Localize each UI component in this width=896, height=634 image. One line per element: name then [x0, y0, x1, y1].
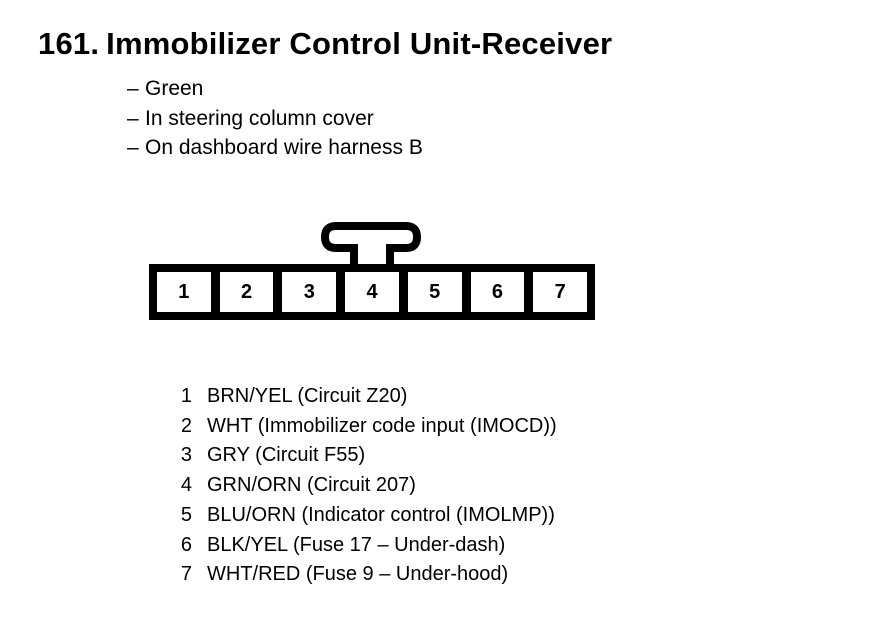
pin-number: 5 [429, 280, 441, 303]
pinout-row: 1 BRN/YEL (Circuit Z20) [168, 382, 557, 412]
dash-bullet-icon: – [127, 106, 139, 130]
pinout-row: 7 WHT/RED (Fuse 9 – Under-hood) [168, 560, 557, 590]
connector-diagram: 1 2 3 4 5 6 7 [149, 264, 595, 320]
pinout-wire-description: WHT/RED (Fuse 9 – Under-hood) [207, 563, 509, 586]
list-item-text: Green [145, 77, 204, 100]
connector-pin-cell-3: 3 [282, 272, 337, 312]
connector-latch-tab-icon [320, 222, 422, 266]
pin-number: 2 [241, 280, 253, 303]
pinout-row: 3 GRY (Circuit F55) [168, 441, 557, 471]
pin-number: 6 [491, 280, 504, 303]
pinout-wire-description: WHT (Immobilizer code input (IMOCD)) [207, 414, 557, 437]
connector-pin-cell-1: 1 [157, 272, 211, 312]
pinout-row: 2 WHT (Immobilizer code input (IMOCD)) [168, 412, 557, 442]
list-item: – In steering column cover [127, 104, 423, 134]
pinout-row: 6 BLK/YEL (Fuse 17 – Under-dash) [168, 531, 557, 561]
property-list: – Green – In steering column cover – On … [127, 74, 423, 163]
pin-number: 3 [303, 280, 315, 303]
pinout-pin-number: 3 [180, 444, 192, 467]
connector-pin-cell-5: 5 [407, 272, 462, 312]
connector-pin-cell-7: 7 [533, 272, 588, 312]
pinout-wire-description: BLU/ORN (Indicator control (IMOLMP)) [207, 503, 555, 526]
pinout-wire-description: GRN/ORN (Circuit 207) [207, 474, 416, 497]
section-heading: 161. Immobilizer Control Unit-Receiver [38, 26, 612, 62]
pinout-row: 4 GRN/ORN (Circuit 207) [168, 471, 557, 501]
pinout-pin-number: 2 [180, 414, 192, 437]
pinout-pin-number: 1 [180, 385, 192, 407]
pin-number: 1 [178, 280, 190, 303]
connector-pin-cell-4: 4 [345, 272, 399, 312]
pinout-pin-number: 4 [180, 474, 192, 497]
pinout-list: 1 BRN/YEL (Circuit Z20) 2 WHT (Immobiliz… [168, 382, 557, 590]
pinout-pin-number: 5 [180, 503, 192, 526]
pin-number: 4 [366, 280, 378, 303]
list-item-text: In steering column cover [145, 106, 374, 130]
pinout-wire-description: BRN/YEL (Circuit Z20) [207, 385, 408, 407]
page-title: Immobilizer Control Unit-Receiver [106, 26, 613, 61]
pinout-row: 5 BLU/ORN (Indicator control (IMOLMP)) [168, 501, 557, 531]
pin-number: 7 [554, 280, 566, 303]
list-item: – Green [127, 74, 423, 104]
dash-bullet-icon: – [127, 77, 139, 100]
dash-bullet-icon: – [127, 136, 139, 159]
connector-pin-cell-6: 6 [470, 272, 525, 312]
list-item-text: On dashboard wire harness B [145, 136, 423, 159]
connector-pin-cell-2: 2 [219, 272, 274, 312]
section-number: 161. [38, 26, 100, 61]
list-item: – On dashboard wire harness B [127, 133, 423, 163]
pinout-pin-number: 6 [180, 533, 192, 556]
pinout-wire-description: BLK/YEL (Fuse 17 – Under-dash) [207, 533, 506, 556]
pinout-wire-description: GRY (Circuit F55) [207, 444, 366, 467]
pinout-pin-number: 7 [180, 563, 192, 586]
